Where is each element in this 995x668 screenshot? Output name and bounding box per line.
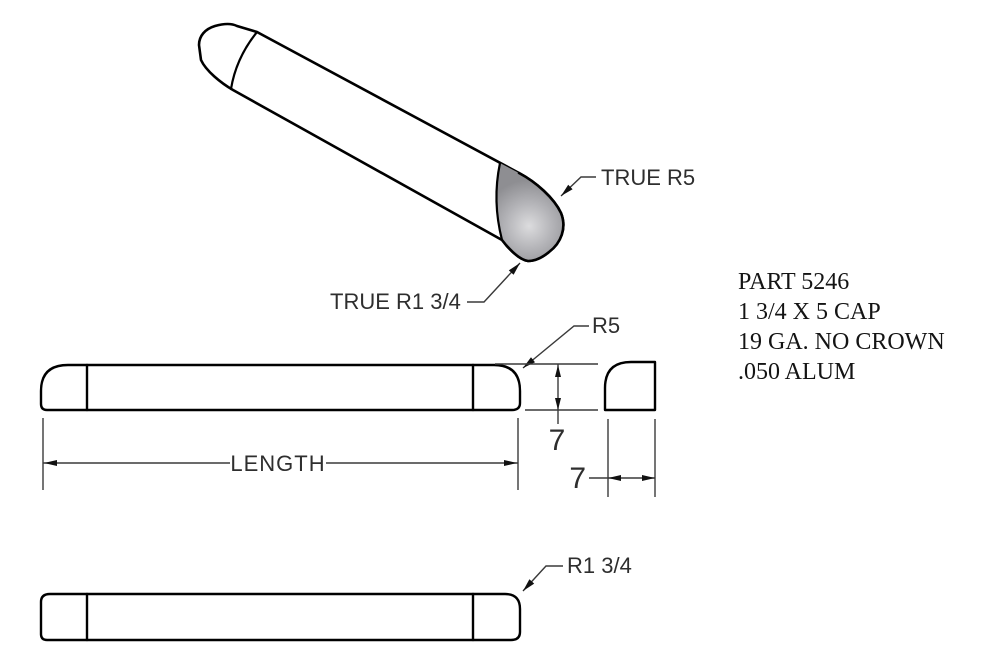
- iso-outline-refresh: [500, 171, 565, 263]
- end-view-outline: [603, 360, 657, 412]
- length-dimension: LENGTH: [42, 418, 519, 490]
- plan-view: R1 3/4: [39, 553, 632, 642]
- end-width-dim-value: 7: [569, 462, 586, 495]
- length-dim-arrow-left: [44, 460, 57, 466]
- true-r1-3-4-callout: TRUE R1 3/4: [330, 262, 521, 314]
- notes-line-2: 1 3/4 X 5 CAP: [738, 299, 881, 325]
- r5-leader-line: [522, 325, 589, 369]
- length-dim-arrow-right: [504, 460, 517, 466]
- iso-end-cap: [496, 163, 564, 261]
- side-view-outline: [39, 363, 522, 412]
- end-width-arrow-left: [608, 475, 621, 481]
- r5-callout: R5: [522, 313, 620, 369]
- end-view: 7: [569, 360, 657, 497]
- iso-seam-left: [229, 30, 259, 91]
- true-r5-leader-arrow: [561, 184, 573, 196]
- notes-line-1: PART 5246: [738, 269, 849, 295]
- true-r1-3-4-leader-arrow: [508, 263, 520, 275]
- iso-seam-right: [495, 161, 504, 242]
- iso-view: TRUE R5 TRUE R1 3/4: [197, 22, 695, 314]
- height-dim-arrow-up: [555, 365, 561, 377]
- length-dim-label: LENGTH: [230, 451, 325, 476]
- true-r5-label: TRUE R5: [601, 165, 695, 190]
- height-dim-value: 7: [549, 424, 566, 457]
- end-width-dimension: 7: [569, 419, 656, 497]
- height-dim-arrow-down: [555, 398, 561, 410]
- side-height-dimension: 7: [495, 363, 598, 457]
- true-r1-3-4-leader-line: [467, 262, 521, 303]
- r5-leader-arrow: [523, 357, 535, 368]
- r1-3-4-label: R1 3/4: [567, 553, 632, 578]
- true-r5-callout: TRUE R5: [560, 165, 695, 197]
- true-r1-3-4-label: TRUE R1 3/4: [330, 289, 461, 314]
- end-width-arrow-right: [642, 475, 655, 481]
- notes-line-4: .050 ALUM: [738, 359, 855, 385]
- r1-3-4-callout: R1 3/4: [522, 553, 632, 592]
- r1-3-4-leader-arrow: [523, 579, 535, 591]
- notes-line-3: 19 GA. NO CROWN: [738, 329, 945, 355]
- notes-block: PART 5246 1 3/4 X 5 CAP 19 GA. NO CROWN …: [738, 269, 945, 385]
- r5-label: R5: [592, 313, 620, 338]
- plan-view-outline: [39, 592, 522, 642]
- side-view: R5 7 LENGTH: [39, 313, 620, 490]
